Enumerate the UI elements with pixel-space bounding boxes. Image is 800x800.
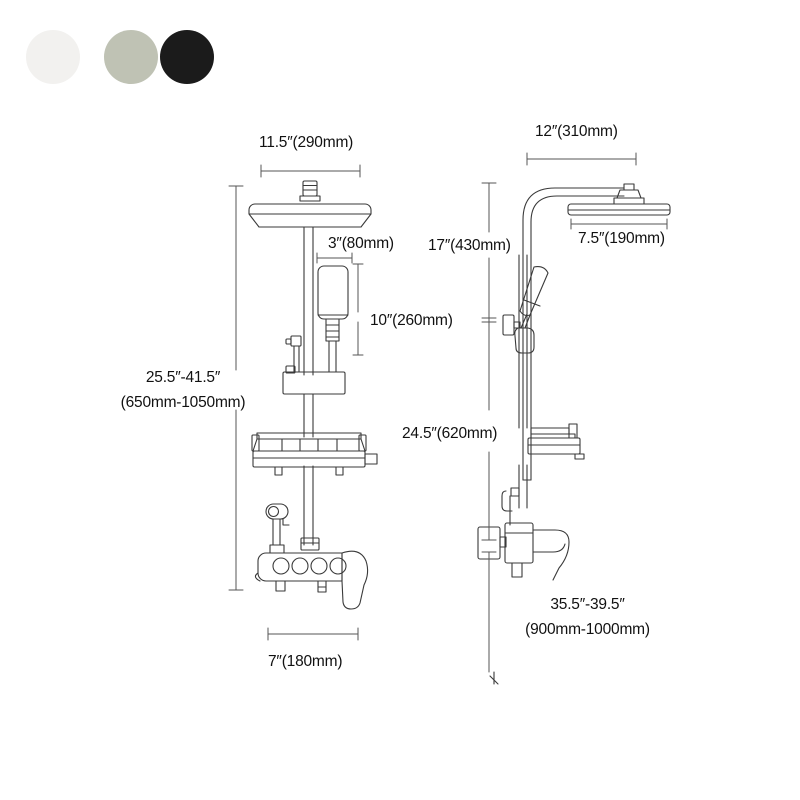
side-valve-handle — [532, 529, 570, 581]
dim-label-head-depth: 7.5″(190mm) — [578, 230, 665, 247]
dim-label-riser-height-line1: 25.5″-41.5″ — [145, 369, 221, 386]
front-riser-pipe — [303, 226, 314, 546]
front-shower-head — [248, 203, 372, 228]
wall-reference-line — [489, 671, 499, 685]
front-valve-button-4 — [329, 557, 347, 575]
dim-label-arm-height: 17″(430mm) — [428, 237, 511, 254]
front-knob-stem — [293, 345, 300, 373]
dimline-head-depth — [570, 218, 668, 230]
dim-label-display-height: 10″(260mm) — [370, 312, 453, 329]
color-swatch-white[interactable] — [26, 30, 80, 84]
front-shelf-tray — [251, 432, 378, 476]
front-valve-button-1 — [272, 557, 290, 575]
side-shelf-tray — [527, 423, 585, 460]
front-bidet-sprayer — [265, 503, 290, 554]
dim-label-riser-height: 25.5″-41.5″ (650mm-1050mm) — [98, 365, 268, 415]
dimline-display-width — [316, 252, 353, 264]
dimline-display-height — [352, 263, 364, 356]
dimline-riser-height — [228, 185, 244, 591]
color-swatch-group — [0, 0, 240, 110]
dim-label-arm-reach: 12″(310mm) — [535, 123, 618, 140]
side-bidet-holder — [501, 487, 520, 526]
front-valve-body — [254, 552, 347, 593]
dim-label-install-height: 35.5″-39.5″ (900mm-1000mm) — [495, 592, 680, 642]
front-head-connector — [299, 180, 321, 202]
front-valve-button-3 — [310, 557, 328, 575]
front-slider-bracket — [282, 365, 346, 395]
dimline-head-width — [260, 164, 361, 178]
dim-label-head-width: 11.5″(290mm) — [259, 134, 354, 151]
side-shower-head — [567, 203, 671, 216]
front-valve-button-2 — [291, 557, 309, 575]
color-swatch-matte-black[interactable] — [160, 30, 214, 84]
dimline-arm-height — [481, 182, 497, 323]
front-view-drawing — [248, 180, 378, 610]
side-wand-bracket — [502, 314, 521, 336]
dimline-valve-width — [267, 627, 359, 641]
dim-label-install-height-line1: 35.5″-39.5″ — [550, 596, 625, 613]
dim-label-valve-width: 7″(180mm) — [268, 653, 343, 670]
dimline-install-height — [481, 454, 497, 673]
front-diverter-knob — [285, 335, 302, 347]
dimension-lines — [228, 152, 668, 673]
side-handheld-shower — [514, 266, 549, 354]
dim-label-riser-height-line2: (650mm-1050mm) — [120, 394, 246, 411]
side-valve-body — [477, 522, 534, 578]
front-display-stem — [325, 318, 340, 373]
side-head-mount — [613, 183, 645, 205]
dim-label-display-width: 3″(80mm) — [328, 235, 394, 252]
front-display-panel — [317, 265, 349, 320]
front-valve-handle — [341, 550, 369, 610]
color-swatch-sage-gray[interactable] — [104, 30, 158, 84]
dimline-arm-reach — [526, 152, 637, 166]
dim-label-install-height-line2: (900mm-1000mm) — [525, 621, 650, 638]
side-riser-pipe — [518, 254, 528, 509]
dim-label-riser-length: 24.5″(620mm) — [402, 425, 498, 442]
side-view-drawing — [477, 183, 671, 685]
front-pipe-collar — [300, 537, 320, 551]
